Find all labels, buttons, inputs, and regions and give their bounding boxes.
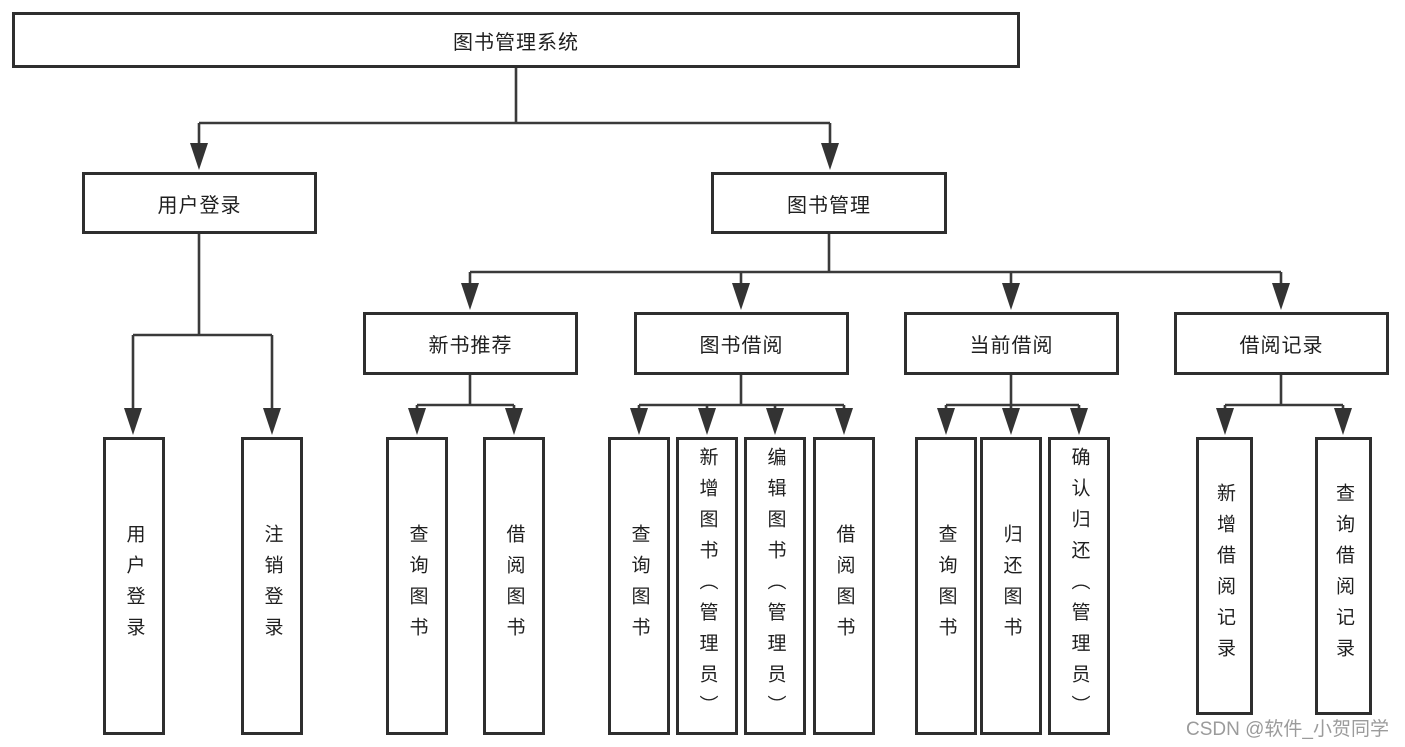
leaf-label: 查询借阅记录 [1333, 483, 1354, 669]
node-library-management-system: 图书管理系统 [12, 12, 1020, 68]
leaf-label: 归还图书 [1000, 524, 1022, 648]
connector-new-book-branch [408, 375, 523, 435]
leaf-label: 查询图书 [935, 524, 957, 648]
node-label: 用户登录 [157, 194, 242, 217]
leaf-add-borrow-record: 新增借阅记录 [1196, 437, 1253, 715]
node-label: 新书推荐 [428, 335, 513, 357]
node-label: 图书管理系统 [453, 31, 579, 54]
node-borrow-records: 借阅记录 [1174, 312, 1389, 375]
leaf-label: 查询图书 [406, 524, 428, 648]
leaf-logout: 注销登录 [241, 437, 303, 735]
leaf-label: 确认归还（管理员） [1068, 446, 1090, 726]
leaf-query-books-borrow: 查询图书 [608, 437, 670, 735]
leaf-borrow-books-recommend: 借阅图书 [483, 437, 545, 735]
leaf-label: 新增图书（管理员） [696, 446, 718, 726]
node-book-management: 图书管理 [711, 172, 947, 234]
connector-current-borrow-branch [937, 375, 1088, 435]
leaf-label: 借阅图书 [833, 524, 855, 648]
connector-root-to-level2 [190, 68, 839, 170]
leaf-label: 借阅图书 [503, 524, 525, 648]
connector-book-management-branch [461, 234, 1290, 310]
leaf-user-login: 用户登录 [103, 437, 165, 735]
leaf-query-borrow-record: 查询借阅记录 [1315, 437, 1372, 715]
leaf-label: 查询图书 [628, 524, 650, 648]
node-label: 当前借阅 [969, 335, 1054, 357]
leaf-add-book-admin: 新增图书（管理员） [676, 437, 738, 735]
csdn-watermark: CSDN @软件_小贺同学 [1186, 719, 1389, 740]
leaf-query-books-recommend: 查询图书 [386, 437, 448, 735]
leaf-edit-book-admin: 编辑图书（管理员） [744, 437, 806, 735]
leaf-return-books: 归还图书 [980, 437, 1042, 735]
leaf-label: 编辑图书（管理员） [764, 446, 786, 726]
leaf-label: 新增借阅记录 [1214, 483, 1235, 669]
leaf-confirm-return-admin: 确认归还（管理员） [1048, 437, 1110, 735]
connector-user-login-branch [124, 234, 281, 435]
leaf-label: 用户登录 [123, 524, 145, 648]
connector-book-borrow-branch [630, 375, 853, 435]
node-label: 借阅记录 [1239, 335, 1324, 357]
node-current-borrow: 当前借阅 [904, 312, 1119, 375]
node-label: 图书借阅 [699, 335, 784, 357]
leaf-borrow-books: 借阅图书 [813, 437, 875, 735]
leaf-query-books-current: 查询图书 [915, 437, 977, 735]
node-user-login: 用户登录 [82, 172, 317, 234]
node-book-borrow: 图书借阅 [634, 312, 849, 375]
node-label: 图书管理 [787, 194, 871, 217]
connector-borrow-record-branch [1216, 375, 1352, 435]
node-new-book-recommend: 新书推荐 [363, 312, 578, 375]
leaf-label: 注销登录 [261, 524, 283, 648]
